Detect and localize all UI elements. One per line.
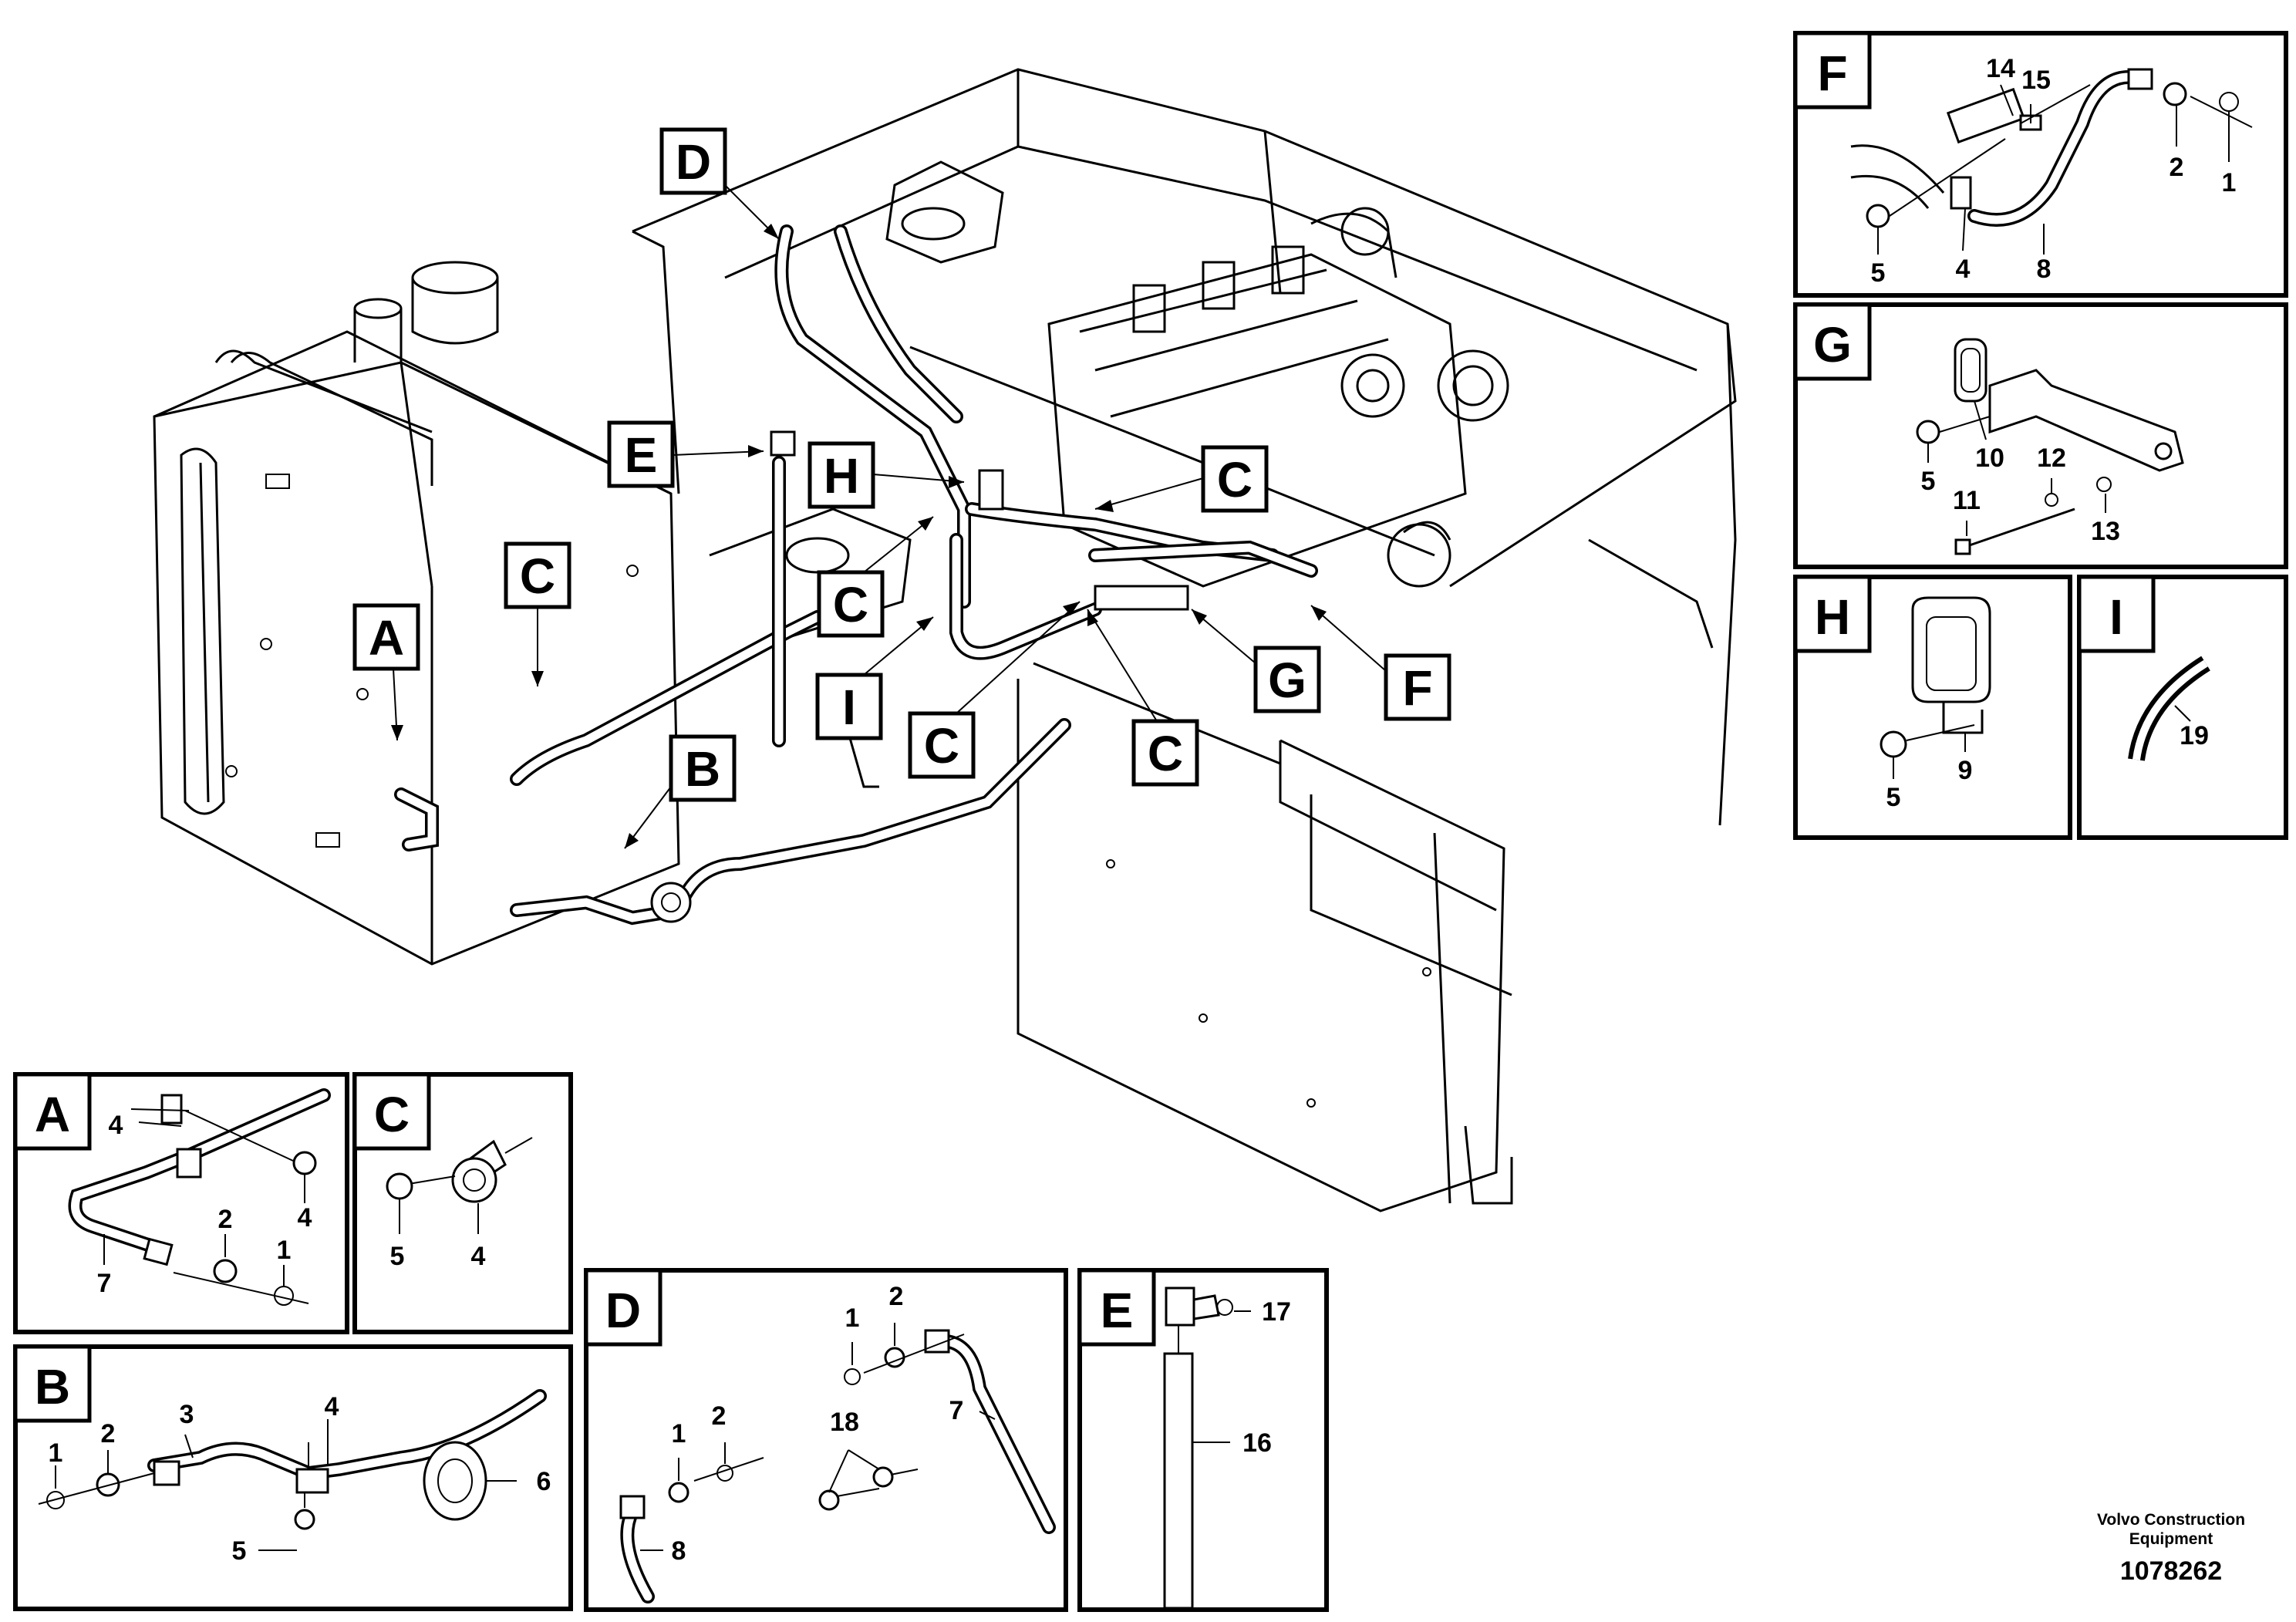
- company-name-line2: Equipment: [2129, 1530, 2213, 1548]
- detail-f-label-4: 4: [1956, 255, 1971, 284]
- detail-panel-e: E 17 16: [1077, 1268, 1329, 1612]
- detail-g-label-10: 10: [1975, 443, 2004, 473]
- callout-c-4: C: [924, 718, 959, 774]
- detail-b-label-1: 1: [49, 1438, 63, 1468]
- detail-f-label-14: 14: [1986, 54, 2015, 83]
- callout-box-f: [1384, 653, 1451, 721]
- detail-g-label-12: 12: [2037, 443, 2066, 473]
- detail-d-label-2-bottom: 2: [712, 1401, 727, 1431]
- detail-e-letter: E: [1101, 1283, 1134, 1338]
- detail-a-letter: A: [35, 1087, 70, 1142]
- hydraulic-tank: [153, 261, 680, 966]
- callout-c-2: C: [520, 548, 555, 604]
- detail-d-label-1-top: 1: [845, 1303, 860, 1333]
- detail-g-label-13: 13: [2091, 517, 2120, 546]
- main-assembly-view: D E H C C A: [153, 68, 1737, 1212]
- detail-f-label-2: 2: [2170, 153, 2184, 182]
- detail-panel-i: I 19: [2077, 575, 2288, 840]
- engine-block: [1047, 207, 1509, 588]
- detail-panel-f: F 14 15 2 1 5 4 8: [1793, 31, 2288, 298]
- detail-b-label-4: 4: [325, 1392, 339, 1421]
- detail-panel-d: D 1 2 1 2 18 7 8: [584, 1268, 1068, 1612]
- detail-g-label-5: 5: [1921, 467, 1936, 496]
- callout-b: B: [685, 741, 720, 797]
- callout-box-c-3: [817, 570, 885, 638]
- detail-f-letter: F: [1817, 46, 1847, 101]
- detail-d-letter: D: [605, 1283, 641, 1338]
- detail-f-label-5: 5: [1871, 258, 1886, 288]
- detail-h-label-5: 5: [1886, 783, 1901, 812]
- detail-a-label-2: 2: [218, 1205, 233, 1234]
- detail-c-label-4: 4: [471, 1242, 486, 1271]
- callout-box-c-4: [908, 711, 976, 779]
- callout-f: F: [1402, 660, 1432, 716]
- detail-c-label-5: 5: [390, 1242, 405, 1271]
- callout-box-g: [1253, 646, 1321, 713]
- detail-d-label-8: 8: [672, 1536, 686, 1566]
- detail-d-label-7: 7: [949, 1396, 964, 1425]
- callout-box-e: [607, 420, 675, 488]
- detail-f-label-1: 1: [2222, 168, 2237, 197]
- callout-g: G: [1268, 653, 1306, 708]
- detail-panel-a: A 4 4 2 1 7: [13, 1072, 349, 1334]
- callout-box-d: [659, 127, 727, 195]
- detail-a-label-4-left: 4: [109, 1111, 123, 1140]
- company-name-line1: Volvo Construction: [2097, 1511, 2245, 1529]
- detail-c-letter: C: [374, 1087, 410, 1142]
- detail-panel-h: H 5 9: [1793, 575, 2072, 840]
- detail-f-label-8: 8: [2037, 255, 2052, 284]
- footer-block: Volvo Construction Equipment 1078262: [2097, 1511, 2245, 1586]
- detail-i-label-19: 19: [2180, 721, 2209, 750]
- callout-box-b: [669, 734, 737, 802]
- detail-e-label-16: 16: [1242, 1428, 1272, 1458]
- detail-g-label-11: 11: [1953, 486, 1981, 515]
- callout-c-3: C: [833, 577, 868, 632]
- detail-i-letter: I: [2109, 589, 2123, 645]
- callout-e: E: [625, 427, 658, 483]
- detail-b-label-2: 2: [101, 1419, 116, 1448]
- callout-layer: D E H C C A: [352, 127, 1451, 849]
- detail-d-label-1-bottom: 1: [672, 1419, 686, 1448]
- callout-d: D: [676, 134, 711, 190]
- callout-i: I: [842, 679, 856, 735]
- detail-panel-b: B 1 2 3 4 5 6: [13, 1344, 573, 1611]
- drawing-number: 1078262: [2120, 1556, 2222, 1586]
- callout-box-i: [815, 673, 883, 740]
- callout-box-c-5: [1131, 719, 1199, 787]
- detail-h-letter: H: [1815, 589, 1850, 645]
- detail-a-label-1: 1: [277, 1236, 292, 1265]
- detail-e-label-17: 17: [1262, 1297, 1291, 1327]
- detail-a-label-4-right: 4: [298, 1203, 312, 1233]
- callout-box-c-1: [1201, 445, 1269, 513]
- machine-frame: [632, 68, 1737, 826]
- callout-a: A: [369, 610, 404, 666]
- detail-b-label-5: 5: [232, 1536, 247, 1566]
- detail-f-label-15: 15: [2021, 66, 2051, 95]
- detail-panel-g: G 5 10 12 11 13: [1793, 302, 2288, 569]
- callout-box-a: [352, 603, 420, 671]
- callout-box-h: [807, 441, 875, 509]
- detail-panel-c: C 5 4: [352, 1072, 573, 1334]
- detail-a-label-7: 7: [97, 1269, 112, 1298]
- detail-b-letter: B: [35, 1359, 70, 1415]
- detail-h-label-9: 9: [1958, 756, 1973, 785]
- detail-d-label-2-top: 2: [889, 1282, 904, 1311]
- detail-g-letter: G: [1813, 317, 1852, 373]
- callout-h: H: [824, 448, 859, 504]
- radiator-panel: [1017, 662, 1513, 1212]
- callout-c-1: C: [1217, 452, 1253, 508]
- main-hoses: [394, 224, 1318, 926]
- detail-b-label-6: 6: [537, 1467, 551, 1496]
- callout-c-5: C: [1148, 726, 1183, 781]
- detail-b-label-3: 3: [180, 1400, 194, 1429]
- detail-d-label-18: 18: [830, 1408, 859, 1437]
